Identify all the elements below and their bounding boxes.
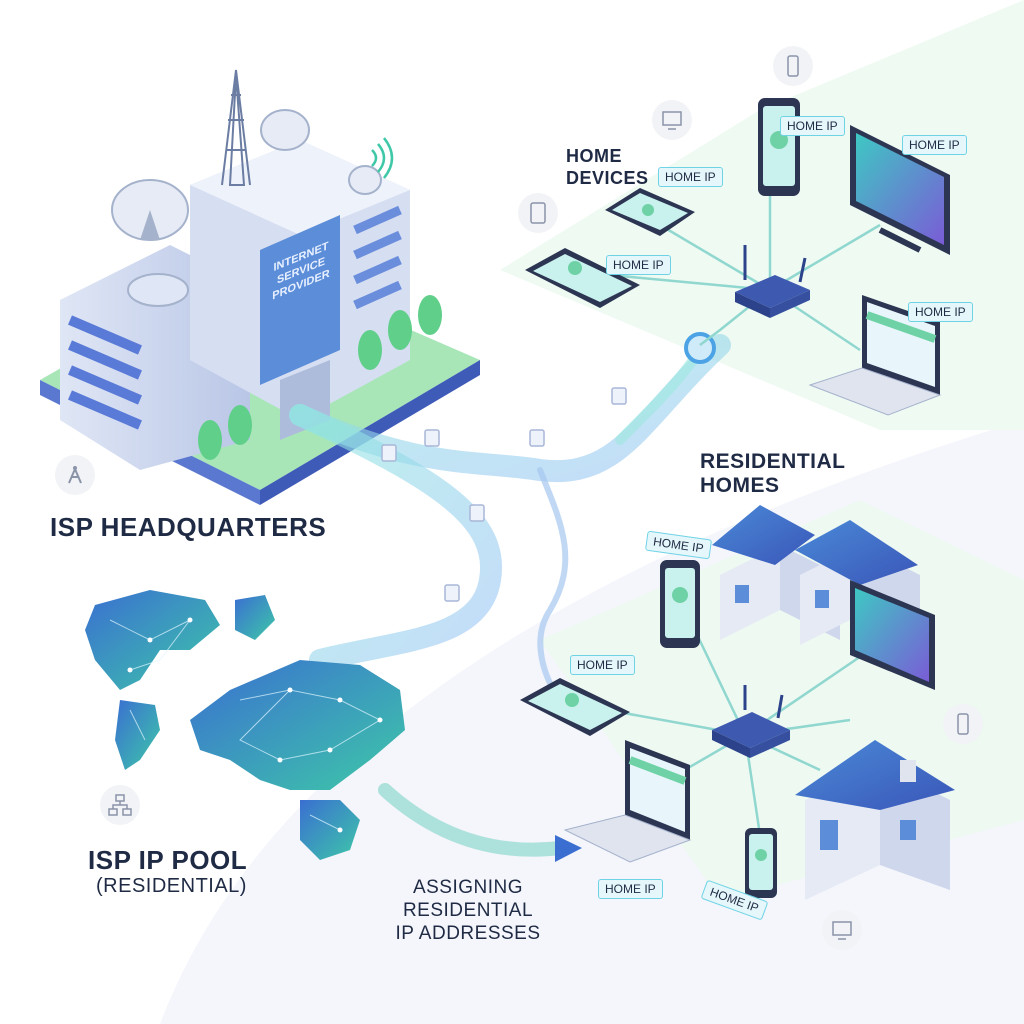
home-ip-tag: HOME IP — [570, 655, 635, 675]
home-devices-line: DEVICES — [566, 168, 649, 188]
router-lower — [712, 685, 790, 758]
home-ip-tag: HOME IP — [606, 255, 671, 275]
assigning-arrow — [378, 783, 567, 857]
assigning-line: IP ADDRESSES — [395, 923, 541, 944]
home-devices-label: HOME DEVICES — [566, 145, 649, 189]
smartphone-lower-1 — [660, 560, 700, 648]
laptop-upper — [808, 295, 942, 416]
assigning-line: RESIDENTIAL — [402, 900, 534, 921]
home-ip-tag: HOME IP — [658, 167, 723, 187]
residential-homes-label: RESIDENTIAL HOMES — [700, 450, 846, 498]
upper-device-links — [609, 190, 881, 352]
network-icon — [100, 785, 140, 825]
tablet-upper-1 — [605, 188, 695, 236]
data-packet-icons — [381, 387, 627, 602]
laptop-lower — [563, 740, 692, 863]
phone-icon — [773, 46, 813, 86]
smartphone-upper — [758, 98, 800, 196]
monitor-icon — [652, 100, 692, 140]
antenna-icon — [55, 455, 95, 495]
smart-tv-upper — [850, 125, 950, 255]
ip-pool-sub-label: (RESIDENTIAL) — [96, 875, 247, 897]
assigning-label: ASSIGNING RESIDENTIAL IP ADDRESSES — [388, 876, 548, 945]
assigning-line: ASSIGNING — [412, 877, 524, 898]
world-map-ip-pool — [85, 590, 405, 860]
residential-homes-line: HOMES — [700, 474, 780, 497]
house-single — [795, 740, 955, 900]
isp-headquarters-label: ISP HEADQUARTERS — [50, 512, 327, 542]
smartphone-lower-2 — [745, 828, 777, 898]
home-ip-tag: HOME IP — [598, 879, 663, 899]
ip-pool-label: ISP IP POOL — [88, 845, 248, 875]
home-devices-line: HOME — [566, 146, 622, 166]
tablet-lower — [520, 678, 630, 736]
home-ip-tag: HOME IP — [780, 116, 845, 136]
router-upper — [735, 245, 810, 318]
tablet-icon — [518, 193, 558, 233]
phone-icon — [943, 704, 983, 744]
isp-headquarters-building — [40, 69, 480, 505]
home-ip-tag: HOME IP — [908, 302, 973, 322]
home-ip-tag: HOME IP — [902, 135, 967, 155]
arrow-head — [555, 835, 582, 862]
wifi-signal-icon — [371, 137, 394, 179]
residential-homes-line: RESIDENTIAL — [700, 450, 846, 473]
smart-tv-lower — [850, 580, 935, 690]
tablet-upper-2 — [525, 248, 640, 308]
monitor-icon — [822, 910, 862, 950]
